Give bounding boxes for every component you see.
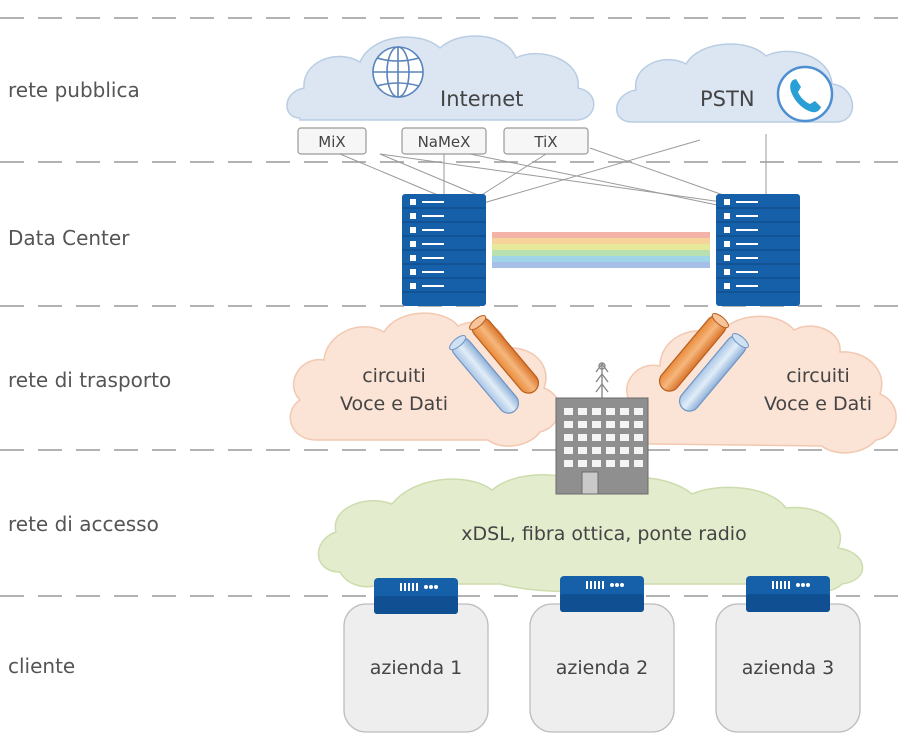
client-boxes [343,603,861,733]
phone-icon [776,65,834,123]
server-rack-icon [716,194,800,306]
building-door [581,471,599,495]
server-rack-icon [402,194,486,306]
interconnect-lines [339,134,767,207]
rainbow-link [492,232,710,268]
layer-label-datacenter: Data Center [8,226,130,250]
pstn-label: PSTN [700,87,755,111]
router-icon [374,578,458,614]
globe-icon [372,46,424,98]
exchange-label-tix: TiX [533,133,557,151]
layer-label-public: rete pubblica [8,78,140,102]
pipe-blue-left [449,334,520,414]
transport-left-line1: circuiti [362,365,426,387]
pipe-orange-right [658,312,729,392]
transport-right-line2: Voce e Dati [764,393,872,415]
exchange-label-mix: MiX [318,133,345,151]
access-label: xDSL, fibra ottica, ponte radio [461,523,746,545]
router-icon [560,576,644,612]
internet-label: Internet [440,87,523,111]
router-icon [746,576,830,612]
building-icon [555,362,649,495]
transport-left-line2: Voce e Dati [340,393,448,415]
client-label-3: azienda 3 [742,657,834,679]
client-label-2: azienda 2 [556,657,648,679]
layer-label-client: cliente [8,654,76,678]
pipe-orange-left [469,314,540,394]
layer-label-access: rete di accesso [8,512,159,536]
exchange-label-namex: NaMeX [418,133,471,151]
exchange-box-mix [297,127,367,155]
transport-right-line1: circuiti [786,365,850,387]
client-label-1: azienda 1 [370,657,462,679]
internet-cloud [286,35,595,121]
layer-label-transport: rete di trasporto [8,368,172,392]
pipe-blue-right [678,332,749,412]
antenna-icon [595,362,609,398]
